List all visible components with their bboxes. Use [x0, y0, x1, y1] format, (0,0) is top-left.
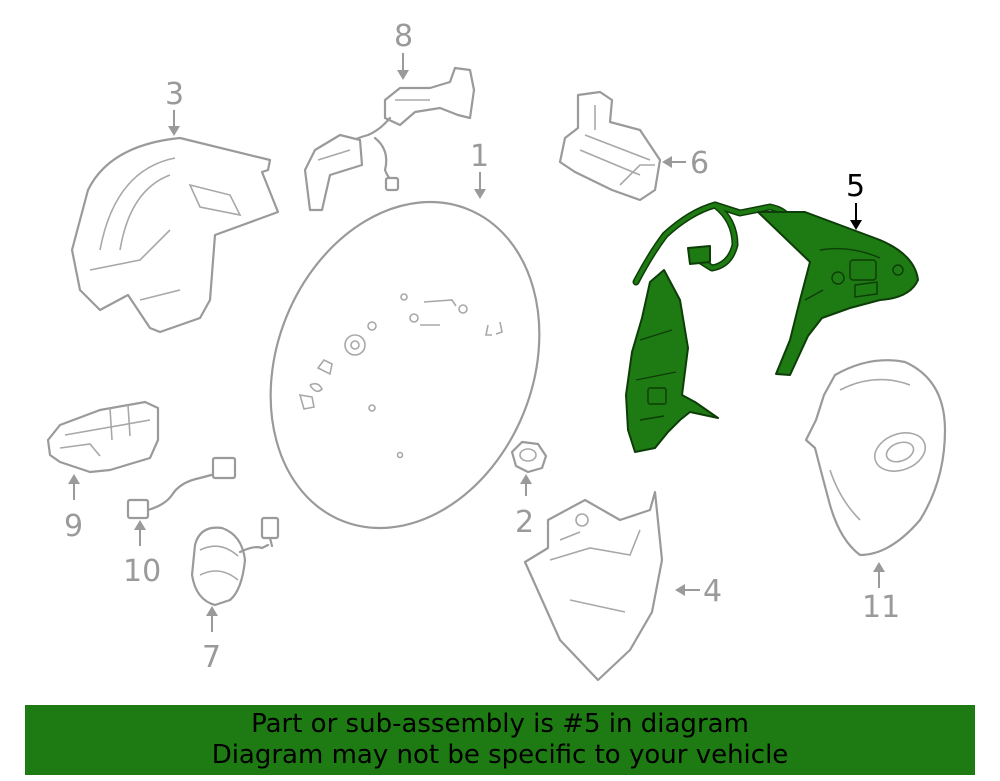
callout-9: 9	[64, 474, 83, 544]
part-9-switch-module[interactable]	[46, 400, 160, 474]
parts-diagram: 1 2 3 4	[46, 19, 947, 682]
banner-line-2: Diagram may not be specific to your vehi…	[211, 740, 789, 770]
part-10-harness[interactable]	[126, 456, 237, 520]
part-3-column-cover[interactable]	[70, 136, 280, 334]
svg-text:9: 9	[64, 509, 83, 544]
part-11-airbag[interactable]	[804, 359, 947, 557]
info-banner: Part or sub-assembly is #5 in diagram Di…	[25, 705, 975, 775]
callout-11: 11	[862, 562, 900, 625]
part-4-lower-cover[interactable]	[523, 490, 664, 682]
svg-text:4: 4	[703, 574, 722, 609]
part-8-paddle-shifter[interactable]	[303, 66, 476, 212]
svg-text:1: 1	[470, 139, 489, 174]
callout-4: 4	[675, 574, 722, 609]
svg-text:11: 11	[862, 590, 900, 625]
callout-5: 5	[846, 169, 865, 230]
part-5-switch-assembly[interactable]	[625, 201, 919, 453]
svg-text:8: 8	[394, 19, 413, 54]
callout-10: 10	[123, 520, 161, 589]
banner-line-1: Part or sub-assembly is #5 in diagram	[251, 709, 749, 739]
part-6-module[interactable]	[558, 90, 662, 202]
svg-text:2: 2	[515, 505, 534, 540]
svg-text:5: 5	[846, 169, 865, 204]
part-1-steering-wheel[interactable]	[223, 161, 586, 568]
callout-2: 2	[515, 474, 534, 540]
svg-text:7: 7	[202, 640, 221, 675]
svg-text:6: 6	[690, 146, 709, 181]
callout-1: 1	[470, 139, 489, 199]
callout-7: 7	[202, 606, 221, 675]
callout-3: 3	[165, 77, 184, 136]
svg-text:3: 3	[165, 77, 184, 112]
part-7-clock-spring[interactable]	[190, 516, 280, 607]
svg-text:10: 10	[123, 554, 161, 589]
part-2-nut[interactable]	[510, 440, 548, 474]
callout-8: 8	[394, 19, 413, 80]
callout-6: 6	[662, 146, 709, 181]
